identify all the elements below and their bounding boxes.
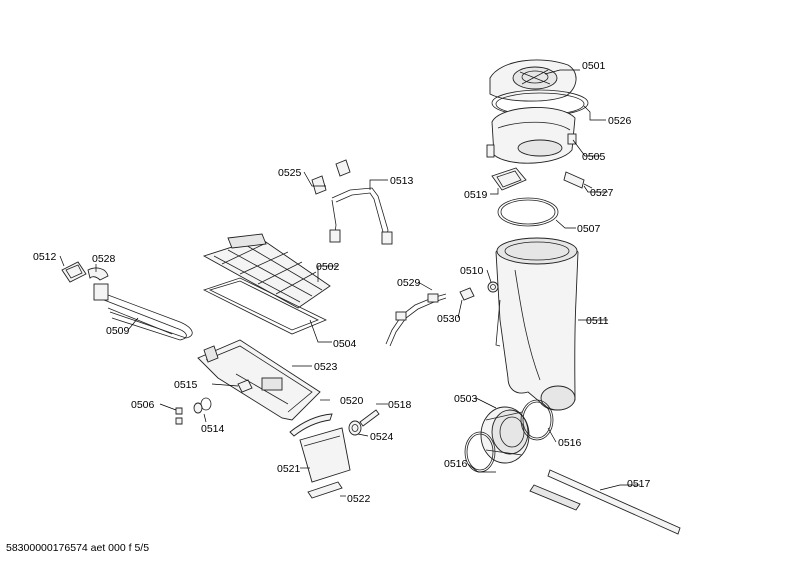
label-0517: 0517	[627, 478, 651, 490]
label-0522: 0522	[347, 493, 371, 505]
label-0510: 0510	[460, 265, 484, 277]
part-0527-sensor	[563, 171, 593, 189]
label-0526: 0526	[608, 115, 632, 127]
label-0511: 0511	[586, 315, 609, 327]
part-0520-strip	[289, 413, 333, 437]
label-0501: 0501	[582, 60, 606, 72]
part-0504-seal-frame	[202, 277, 327, 335]
label-0505: 0505	[582, 151, 606, 163]
part-0523-base-tray	[197, 339, 321, 421]
part-0525-clips	[311, 159, 351, 195]
part-0522-strip	[307, 481, 343, 499]
label-0502: 0502	[316, 261, 340, 273]
document-footer-id: 58300000176574 aet 000 f 5/5	[6, 542, 150, 554]
part-0516-clamp-right	[520, 399, 554, 441]
part-0528-bracket	[87, 267, 109, 281]
label-0516-left: 0516	[444, 458, 468, 470]
label-0521: 0521	[277, 463, 301, 475]
label-0506: 0506	[131, 399, 155, 411]
part-0518-pin	[359, 409, 380, 427]
label-0516-right: 0516	[558, 437, 582, 449]
label-0527: 0527	[590, 187, 614, 199]
label-0518: 0518	[388, 399, 412, 411]
part-0521-cover	[299, 427, 351, 483]
label-0524: 0524	[370, 431, 394, 443]
part-labels: 0501 0526 0505 0519 0527 0507 0525 0513 …	[33, 60, 651, 505]
part-0502-filter-tray	[202, 233, 331, 309]
part-0509-heater	[93, 283, 193, 341]
label-0507: 0507	[577, 223, 601, 235]
label-0528: 0528	[92, 253, 116, 265]
label-0529: 0529	[397, 277, 421, 289]
label-0504: 0504	[333, 338, 357, 350]
label-0525: 0525	[278, 167, 302, 179]
part-0514-oring	[193, 397, 212, 414]
label-0503: 0503	[454, 393, 478, 405]
part-0505-housing-lower	[486, 107, 577, 164]
part-0524-nut	[348, 420, 362, 436]
part-0513-hose	[329, 187, 393, 245]
leader-lines	[59, 69, 640, 497]
part-0515-fitting	[237, 379, 253, 393]
part-0512-gasket	[61, 261, 87, 283]
label-0513: 0513	[390, 175, 414, 187]
label-0515: 0515	[174, 379, 198, 391]
label-0514: 0514	[201, 423, 225, 435]
part-0510-plug	[487, 281, 499, 293]
label-0520: 0520	[340, 395, 364, 407]
part-0506-screws	[175, 407, 183, 425]
part-0529-drain-hose	[385, 293, 447, 347]
part-0530-valve	[459, 287, 475, 301]
label-0509: 0509	[106, 325, 130, 337]
part-0519-seal	[491, 167, 527, 191]
label-0530: 0530	[437, 313, 461, 325]
part-0517-rail	[529, 469, 681, 535]
part-0511-air-duct	[495, 237, 579, 411]
label-0519: 0519	[464, 189, 488, 201]
label-0512: 0512	[33, 251, 57, 263]
label-0523: 0523	[314, 361, 338, 373]
part-0507-ring	[497, 197, 559, 227]
